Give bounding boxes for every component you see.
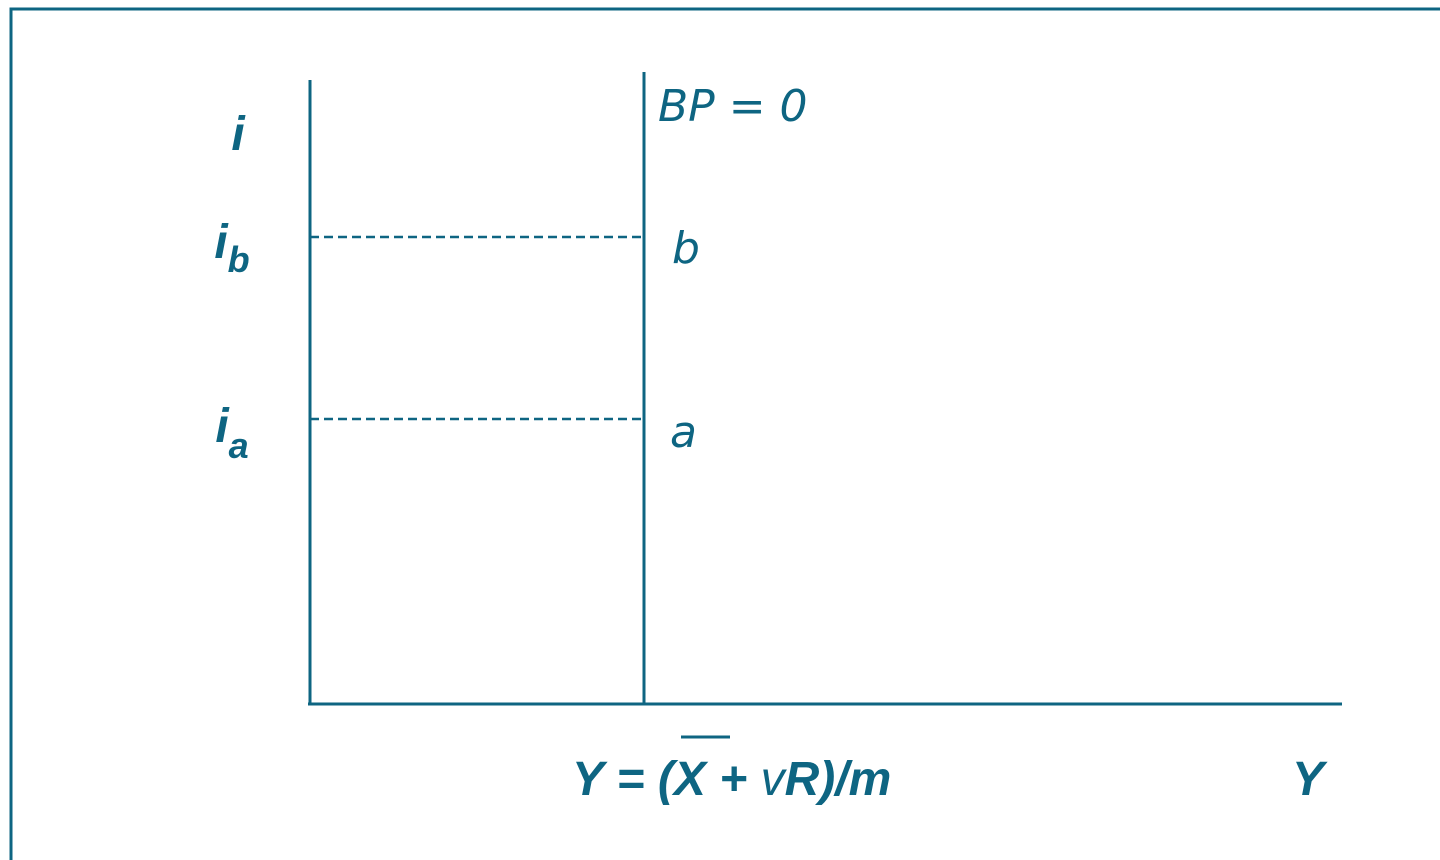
eq-v: v (761, 753, 788, 806)
interest-label-a-sub: a (229, 425, 249, 466)
interest-label-b-base: i (214, 216, 229, 269)
eq-tail: )/ (814, 753, 853, 806)
interest-label-a-base: i (215, 400, 230, 453)
eq-x-bar: X (671, 753, 709, 806)
figure-frame (9, 7, 1440, 860)
point-label-a: a (670, 407, 697, 458)
interest-label-b-sub: b (228, 239, 250, 280)
interest-label-a: ia (215, 400, 248, 466)
bp-curve-label: BP = 0 (658, 81, 808, 132)
interest-label-b: ib (214, 216, 249, 280)
eq-m: m (849, 753, 892, 806)
x-axis-label: Y (1292, 753, 1328, 806)
point-label-b: b (672, 223, 700, 274)
y-axis-label: i (231, 108, 246, 161)
eq-plus: + (706, 753, 761, 806)
eq-lhs: Y = ( (572, 753, 679, 806)
eq-r: R (785, 753, 820, 806)
equilibrium-income-label: Y = (X + vR)/m (572, 753, 891, 806)
